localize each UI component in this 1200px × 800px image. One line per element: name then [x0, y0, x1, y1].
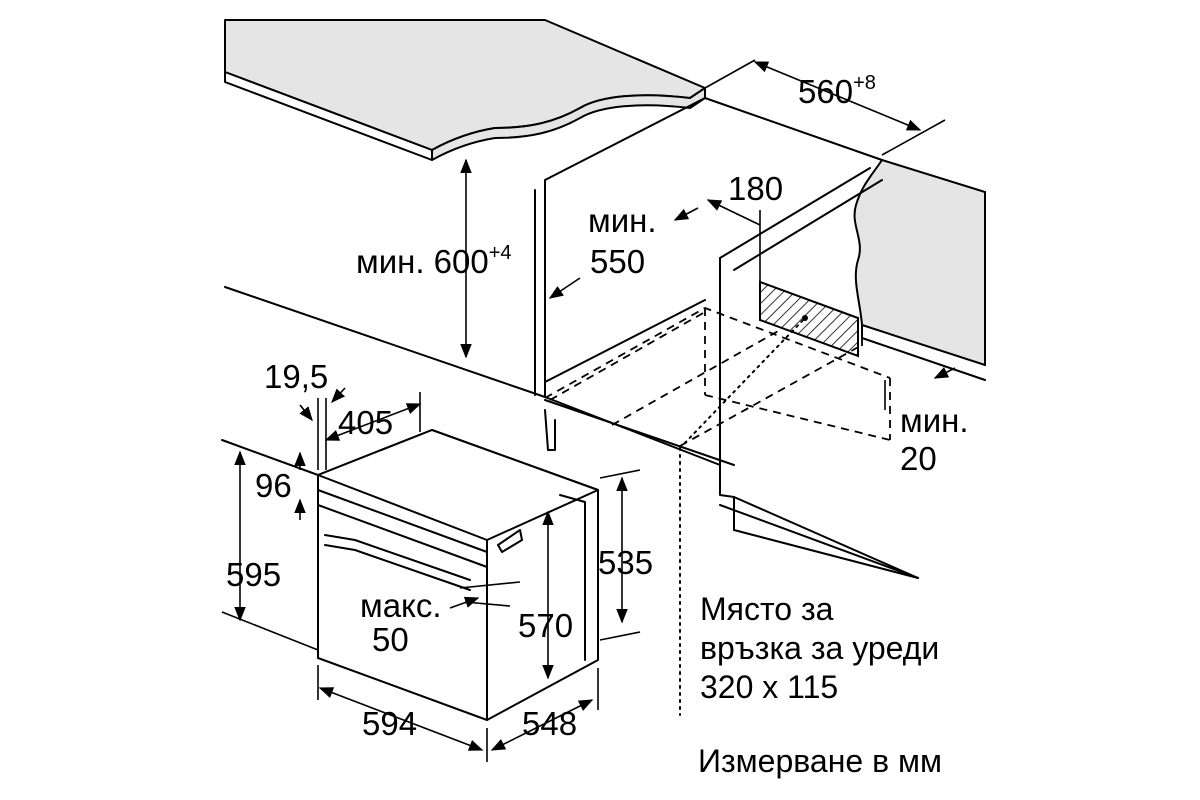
note-units: Измерване в мм — [698, 743, 942, 779]
label-550: 550 — [590, 243, 645, 280]
label-180: 180 — [728, 170, 783, 207]
note-connection-line1: Място за — [700, 591, 834, 627]
countertop — [224, 19, 706, 161]
label-595: 595 — [226, 556, 281, 593]
niche-hidden-edges — [544, 307, 891, 716]
label-min-600: мин. 600+4 — [356, 242, 512, 280]
label-19-5: 19,5 — [264, 358, 328, 395]
connection-box — [759, 280, 859, 358]
label-96: 96 — [255, 467, 292, 504]
label-535: 535 — [598, 544, 653, 581]
dimension-lines — [221, 59, 956, 762]
note-connection-line2: връзка за уреди — [700, 630, 939, 666]
label-570: 570 — [518, 607, 573, 644]
label-max-50-prefix: макс. — [360, 587, 442, 624]
label-min-20-prefix: мин. — [900, 402, 969, 439]
oven — [317, 429, 599, 721]
label-405: 405 — [338, 404, 393, 441]
note-connection-line3: 320 x 115 — [700, 669, 838, 705]
label-20: 20 — [900, 440, 937, 477]
label-548: 548 — [522, 705, 577, 742]
label-50: 50 — [372, 621, 409, 658]
label-560: 560+8 — [798, 72, 876, 110]
label-594: 594 — [362, 705, 417, 742]
cabinet-outline — [221, 87, 919, 579]
back-wall — [853, 158, 986, 381]
label-min-550-prefix: мин. — [588, 202, 657, 239]
